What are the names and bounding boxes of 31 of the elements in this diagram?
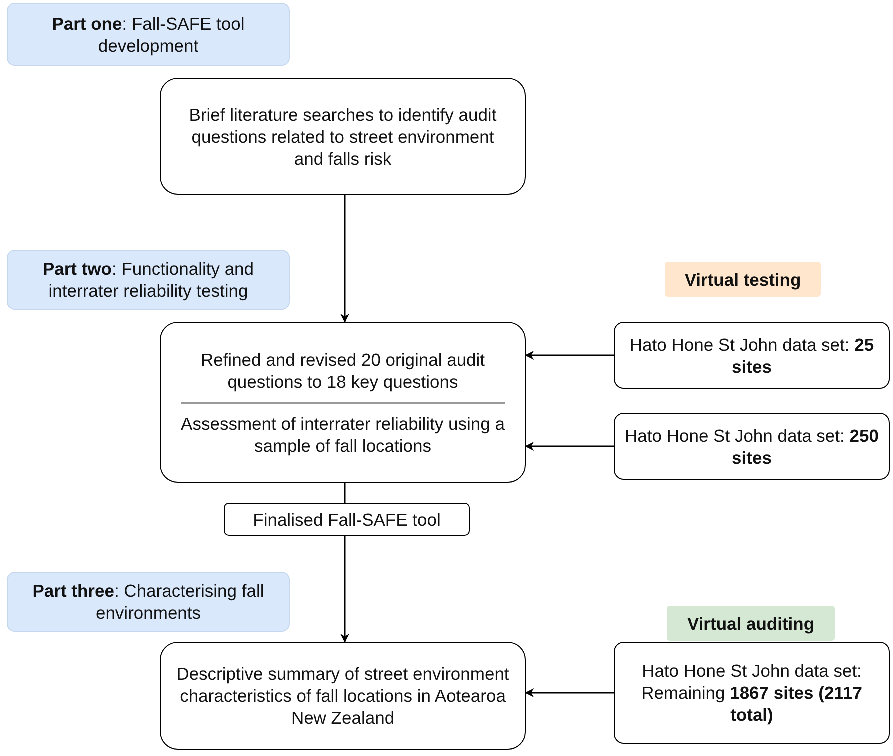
section-heading-box xyxy=(7,3,290,66)
output-box xyxy=(224,503,470,536)
process-text: Assessment of interrater reliability using a sample of fall locations xyxy=(180,412,506,456)
process-text: Brief literature searches to identify audit questions related to street environment and falls risk xyxy=(188,104,498,170)
data-source-box xyxy=(614,413,890,480)
data-source-box xyxy=(614,322,890,389)
process-text: Refined and revised 20 original audit questions to 18 key questions xyxy=(200,348,486,392)
data-source-text: Hato Hone St John data set: 25 sites xyxy=(628,334,876,378)
data-source-text: Hato Hone St John data set: 250 sites xyxy=(624,424,880,468)
output-text: Finalised Fall-SAFE tool xyxy=(253,508,441,530)
data-source-box xyxy=(614,642,890,744)
process-box xyxy=(160,322,526,483)
arrow xyxy=(525,442,614,451)
arrow xyxy=(340,195,350,323)
phase-tag xyxy=(665,262,821,297)
phase-tag xyxy=(667,606,835,641)
phase-label: Virtual testing xyxy=(684,268,802,290)
process-box xyxy=(160,78,526,195)
arrow xyxy=(525,351,614,360)
section-heading: Part three: Characterising fall environments xyxy=(32,580,266,624)
process-text: Descriptive summary of street environment characteristics of fall locations in Aotearoa New Zealand xyxy=(176,663,510,729)
section-heading: Part one: Fall-SAFE tool development xyxy=(51,12,246,56)
connector-line xyxy=(344,483,346,503)
section-heading-box xyxy=(7,250,290,310)
arrow xyxy=(340,536,350,643)
process-box xyxy=(160,642,526,750)
arrow xyxy=(525,688,614,698)
section-heading-box xyxy=(7,572,290,632)
phase-label: Virtual auditing xyxy=(687,612,815,634)
section-heading: Part two: Functionality and interrater reliability testing xyxy=(42,258,256,302)
data-source-text: Hato Hone St John data set: Remaining 1867 sites (2117 total) xyxy=(640,660,864,726)
